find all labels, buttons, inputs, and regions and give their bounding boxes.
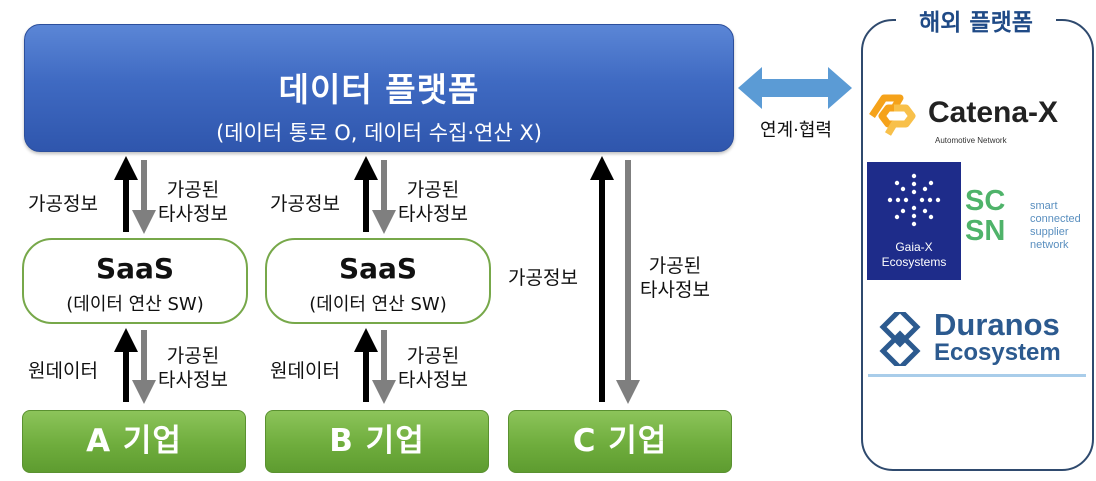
duranos-line2: Ecosystem bbox=[934, 339, 1061, 366]
platform-subtitle: (데이터 통로 O, 데이터 수집·연산 X) bbox=[216, 121, 542, 145]
saas-title: SaaS bbox=[95, 252, 175, 285]
label-b-processed-info: 가공정보 bbox=[270, 193, 340, 215]
duranos-line1: Duranos bbox=[934, 307, 1060, 342]
label-c-processed-info: 가공정보 bbox=[508, 267, 578, 289]
label-a-processed-info: 가공정보 bbox=[28, 193, 98, 215]
saas-subtitle: (데이터 연산 SW) bbox=[66, 294, 204, 315]
company-c-box: C 기업 bbox=[508, 410, 732, 473]
catena-x-tagline: Automotive Network bbox=[935, 136, 1007, 145]
company-a-box: A 기업 bbox=[22, 410, 246, 473]
link-cooperation-label: 연계·협력 bbox=[760, 120, 832, 141]
catena-x-icon bbox=[869, 94, 916, 136]
catena-x-name: Catena-X bbox=[928, 96, 1059, 129]
overseas-platform-title: 해외 플랫폼 bbox=[896, 6, 1056, 40]
saas-box-b: SaaS (데이터 연산 SW) bbox=[265, 238, 491, 324]
company-b-box: B 기업 bbox=[265, 410, 489, 473]
duranos-underline bbox=[868, 374, 1086, 377]
saas-box-a: SaaS (데이터 연산 SW) bbox=[22, 238, 248, 324]
platform-title: 데이터 플랫폼 bbox=[278, 70, 480, 109]
data-platform-box: 데이터 플랫폼 (데이터 통로 O, 데이터 수집·연산 X) bbox=[24, 24, 734, 152]
gaia-x-icon bbox=[887, 173, 941, 227]
label-a-raw-data: 원데이터 bbox=[28, 360, 98, 382]
saas-subtitle: (데이터 연산 SW) bbox=[309, 294, 447, 315]
link-double-arrow bbox=[738, 67, 852, 109]
label-b-raw-data: 원데이터 bbox=[270, 360, 340, 382]
duranos-icon bbox=[879, 312, 921, 366]
saas-title: SaaS bbox=[338, 252, 418, 285]
